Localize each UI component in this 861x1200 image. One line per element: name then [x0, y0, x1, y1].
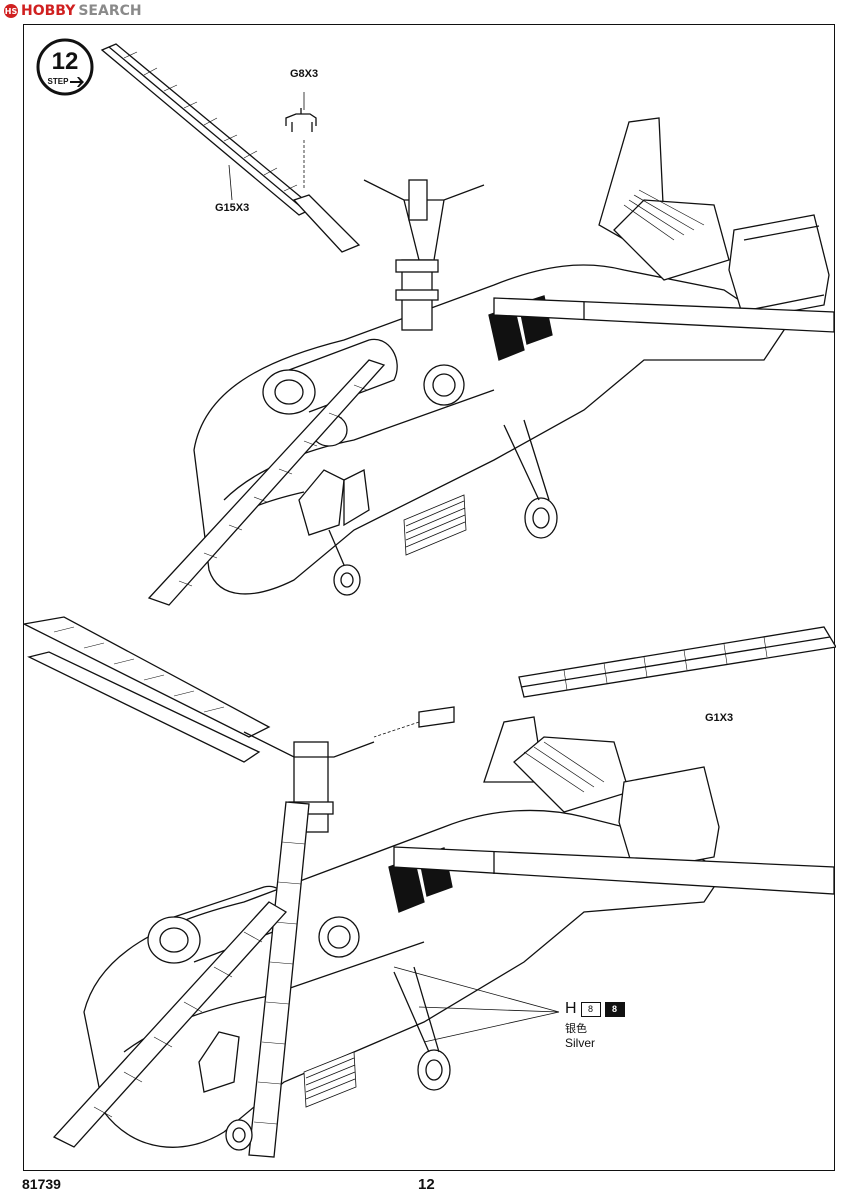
paint-code-light: 8: [580, 1001, 601, 1017]
bottom-assembly-illustration: [24, 612, 836, 1167]
page-frame: [23, 24, 835, 1171]
paint-name-chinese: 银色: [565, 1022, 587, 1035]
color-code-row: H 8 8: [565, 1000, 625, 1018]
kit-number: 81739: [22, 1176, 61, 1192]
part-label-g8x3: G8X3: [290, 68, 319, 80]
part-label-g15x3: G15X3: [215, 202, 250, 214]
step-label: STEP: [48, 77, 70, 86]
paint-code-dark: 8: [604, 1001, 625, 1017]
airplane-icon: [70, 77, 84, 87]
hobbysearch-watermark: HS HOBBY SEARCH: [4, 3, 142, 19]
hobbysearch-logo-icon: HS: [4, 4, 18, 18]
watermark-brand-left: HOBBY: [21, 3, 76, 19]
color-callout: H 8 8 银色 Silver: [565, 1000, 625, 1050]
watermark-brand-right: SEARCH: [78, 3, 142, 19]
paint-name-english: Silver: [565, 1036, 596, 1050]
step-number: 12: [52, 48, 79, 75]
page-number: 12: [418, 1176, 435, 1193]
step-badge: 12 STEP: [36, 38, 94, 96]
paint-brand-letter: H: [565, 1000, 577, 1017]
step-badge-graphic: 12 STEP: [36, 38, 94, 96]
part-label-g1x3: G1X3: [705, 712, 734, 724]
top-assembly-illustration: [24, 30, 836, 610]
